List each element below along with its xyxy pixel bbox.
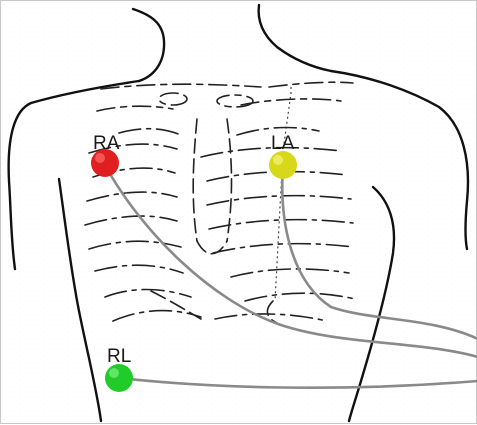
ribs-right	[200, 126, 356, 322]
electrode-ra[interactable]: RA	[91, 133, 120, 177]
side-right	[347, 185, 396, 423]
neck-right	[257, 3, 333, 73]
ra-label: RA	[93, 133, 120, 154]
side-left	[57, 177, 103, 423]
la-lead-wire	[281, 163, 477, 340]
electrode-la[interactable]: LA	[269, 133, 297, 179]
electrode-rl[interactable]: RL	[105, 346, 133, 392]
ra-lead-wire	[103, 163, 477, 359]
shoulder-left	[7, 79, 141, 271]
neck-left	[131, 7, 166, 83]
midclavicular-line	[274, 87, 292, 302]
rl-electrode-highlight	[109, 368, 119, 378]
shoulder-right	[329, 69, 470, 251]
rl-electrode-pad[interactable]	[105, 364, 133, 392]
sternum	[192, 118, 233, 255]
clavicles	[96, 81, 354, 112]
la-label: LA	[271, 133, 295, 154]
torso-outline	[7, 3, 470, 423]
rl-label: RL	[107, 346, 131, 367]
lead-wires	[103, 163, 477, 390]
rl-lead-wire	[117, 376, 477, 390]
la-electrode-highlight	[273, 155, 283, 165]
ra-electrode-highlight	[95, 153, 105, 163]
la-electrode-pad[interactable]	[269, 151, 297, 179]
